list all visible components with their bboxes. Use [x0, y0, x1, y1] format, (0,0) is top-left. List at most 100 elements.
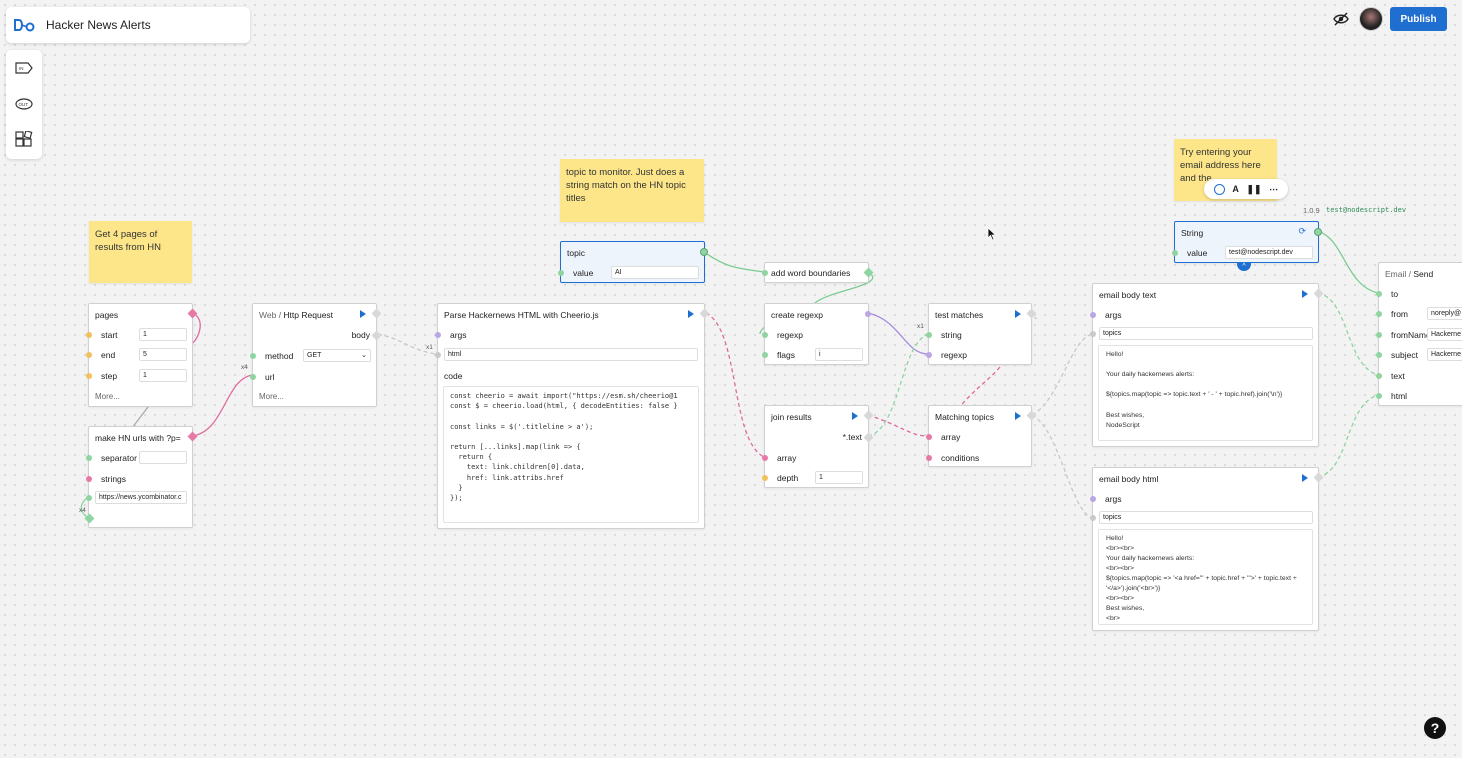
publish-button[interactable]: Publish: [1390, 7, 1447, 31]
input-socket[interactable]: [86, 373, 92, 379]
input-socket[interactable]: [762, 352, 768, 358]
input-socket[interactable]: [86, 455, 92, 461]
output-socket[interactable]: [1313, 472, 1324, 483]
flags-input[interactable]: i: [815, 348, 863, 361]
input-socket[interactable]: [762, 455, 768, 461]
sticky-note-pages[interactable]: Get 4 pages of results from HN: [89, 221, 192, 283]
output-socket[interactable]: [371, 308, 382, 319]
input-socket[interactable]: [1376, 352, 1382, 358]
node-add-word-boundaries[interactable]: add word boundaries: [762, 262, 874, 283]
output-socket[interactable]: [187, 308, 198, 319]
more-link[interactable]: More...: [259, 392, 284, 401]
node-email-body-html[interactable]: email body html args topics Hello!<br><b…: [1090, 467, 1324, 631]
run-icon[interactable]: [852, 412, 858, 420]
run-icon[interactable]: [1015, 310, 1021, 318]
text-style-button[interactable]: A: [1232, 184, 1239, 194]
output-socket[interactable]: [187, 431, 198, 442]
output-socket[interactable]: [371, 330, 382, 341]
topics-arg[interactable]: topics: [1099, 327, 1313, 340]
refresh-icon[interactable]: ⟳: [1298, 226, 1306, 236]
node-email-body-text[interactable]: email body text args topics Hello!Your d…: [1090, 283, 1324, 447]
output-socket[interactable]: [1026, 308, 1037, 319]
node-parse-hackernews[interactable]: Parse Hackernews HTML with Cheerio.js ar…: [426, 303, 710, 529]
visibility-toggle-icon[interactable]: [1332, 10, 1350, 28]
modules-icon[interactable]: [14, 130, 34, 150]
nodescript-logo-icon[interactable]: [12, 16, 36, 34]
input-socket[interactable]: [1376, 311, 1382, 317]
run-icon[interactable]: [688, 310, 694, 318]
input-socket[interactable]: [1090, 496, 1096, 502]
input-socket[interactable]: [1090, 331, 1096, 337]
node-matching-topics[interactable]: Matching topics array conditions: [926, 405, 1037, 467]
input-socket[interactable]: [762, 332, 768, 338]
input-socket[interactable]: [558, 270, 564, 276]
input-socket[interactable]: [1376, 291, 1382, 297]
input-socket[interactable]: [926, 434, 932, 440]
color-circle-icon[interactable]: [1213, 183, 1225, 195]
input-socket[interactable]: [762, 475, 768, 481]
output-socket[interactable]: [1313, 288, 1324, 299]
end-input[interactable]: 5: [139, 348, 187, 361]
input-socket[interactable]: [1172, 250, 1178, 256]
method-select[interactable]: GET⌄: [303, 349, 371, 362]
input-socket[interactable]: [250, 353, 256, 359]
input-socket[interactable]: [435, 352, 441, 358]
pause-icon[interactable]: ❚❚: [1246, 183, 1262, 194]
string-value-input[interactable]: test@nodescript.dev: [1225, 246, 1313, 259]
node-test-matches[interactable]: test matches x1 string regexp: [917, 303, 1037, 365]
input-socket[interactable]: [86, 495, 92, 501]
collapse-caret-icon[interactable]: ^: [1237, 263, 1251, 271]
sticky-note-topic[interactable]: topic to monitor. Just does a string mat…: [560, 159, 704, 222]
output-socket[interactable]: [863, 267, 874, 278]
run-icon[interactable]: [1302, 290, 1308, 298]
url-input[interactable]: https://news.ycombinator.c: [95, 491, 187, 504]
input-socket[interactable]: [762, 270, 768, 276]
input-node-icon[interactable]: IN: [14, 58, 34, 78]
output-socket[interactable]: [84, 513, 95, 524]
run-icon[interactable]: [360, 310, 366, 318]
user-avatar[interactable]: [1359, 7, 1383, 31]
template-editor[interactable]: Hello!Your daily hackernews alerts:${top…: [1098, 345, 1313, 441]
output-socket[interactable]: [865, 311, 871, 317]
output-node-icon[interactable]: OUT: [14, 94, 34, 114]
run-icon[interactable]: [1015, 412, 1021, 420]
input-socket[interactable]: [1376, 393, 1382, 399]
input-socket[interactable]: [86, 352, 92, 358]
input-socket[interactable]: [926, 455, 932, 461]
fromname-input[interactable]: Hackerne: [1427, 328, 1462, 341]
template-editor[interactable]: Hello!<br><br>Your daily hackernews aler…: [1098, 529, 1313, 625]
node-make-hn-urls[interactable]: make HN urls with ?p= separator strings …: [79, 426, 198, 528]
step-input[interactable]: 1: [139, 369, 187, 382]
start-input[interactable]: 1: [139, 328, 187, 341]
input-socket[interactable]: [926, 352, 932, 358]
output-socket[interactable]: [1026, 410, 1037, 421]
app-title[interactable]: Hacker News Alerts: [46, 18, 151, 32]
input-socket[interactable]: [86, 476, 92, 482]
html-arg[interactable]: html: [444, 348, 698, 361]
depth-input[interactable]: 1: [815, 471, 863, 484]
input-socket[interactable]: [1090, 515, 1096, 521]
separator-input[interactable]: [139, 451, 187, 464]
help-button[interactable]: ?: [1424, 717, 1446, 739]
topic-value-input[interactable]: AI: [611, 266, 699, 279]
input-socket[interactable]: [435, 332, 441, 338]
topics-arg[interactable]: topics: [1099, 511, 1313, 524]
input-socket[interactable]: [86, 332, 92, 338]
output-socket[interactable]: [1314, 228, 1322, 236]
input-socket[interactable]: [1090, 312, 1096, 318]
input-socket[interactable]: [250, 374, 256, 380]
run-icon[interactable]: [1302, 474, 1308, 482]
subject-input[interactable]: Hackerne: [1427, 348, 1462, 361]
output-socket[interactable]: [863, 410, 874, 421]
output-socket[interactable]: [699, 308, 710, 319]
code-editor[interactable]: const cheerio = await import("https://es…: [443, 386, 699, 523]
from-input[interactable]: noreply@: [1427, 307, 1462, 320]
input-socket[interactable]: [1376, 332, 1382, 338]
